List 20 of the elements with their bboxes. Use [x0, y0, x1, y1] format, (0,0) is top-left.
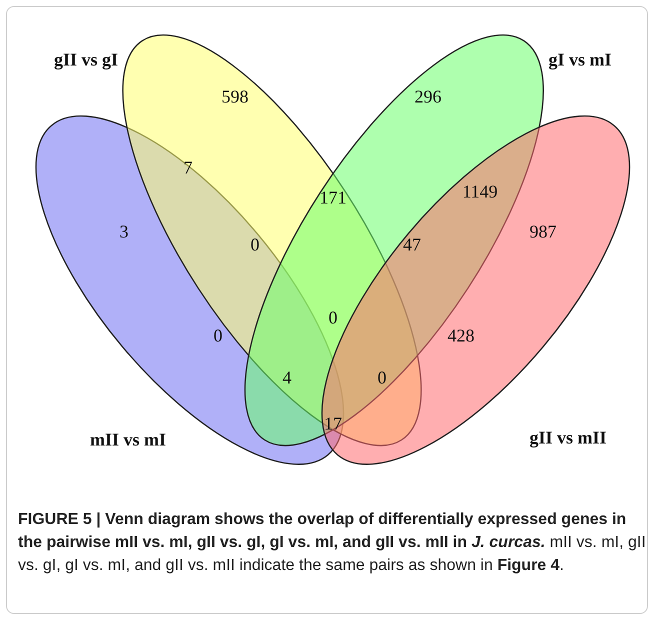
set-label: mII vs mI — [90, 429, 166, 450]
set-label: gI vs mI — [548, 49, 612, 70]
region-count: 987 — [530, 222, 556, 242]
set-label: gII vs gI — [54, 49, 118, 70]
region-count: 3 — [120, 222, 128, 242]
region-count: 296 — [414, 86, 442, 108]
region-count: 17 — [324, 414, 342, 434]
region-count: 7 — [184, 158, 192, 178]
region-count: 598 — [222, 86, 248, 108]
region-count: 47 — [403, 234, 421, 256]
region-count: 171 — [320, 188, 346, 208]
set-label: gII vs mII — [529, 427, 606, 448]
region-count: 4 — [282, 368, 292, 388]
region-count: 0 — [250, 234, 260, 256]
region-count: 0 — [328, 308, 338, 328]
region-count: 428 — [448, 326, 474, 346]
region-count: 1149 — [462, 182, 498, 202]
region-count: 0 — [214, 326, 222, 346]
figure-caption: FIGURE 5 | Venn diagram shows the overlap of differentially expressed genes in the pairwise mII vs. mI, gII vs. gI, gI vs. mI, and gII vs. mII in J. curcas. mII vs. mI, gII vs. gI, gI vs. mI, and gII vs. mII indicate the same pairs as shown in Figure 4. — [18, 510, 647, 576]
region-count: 0 — [378, 368, 386, 388]
